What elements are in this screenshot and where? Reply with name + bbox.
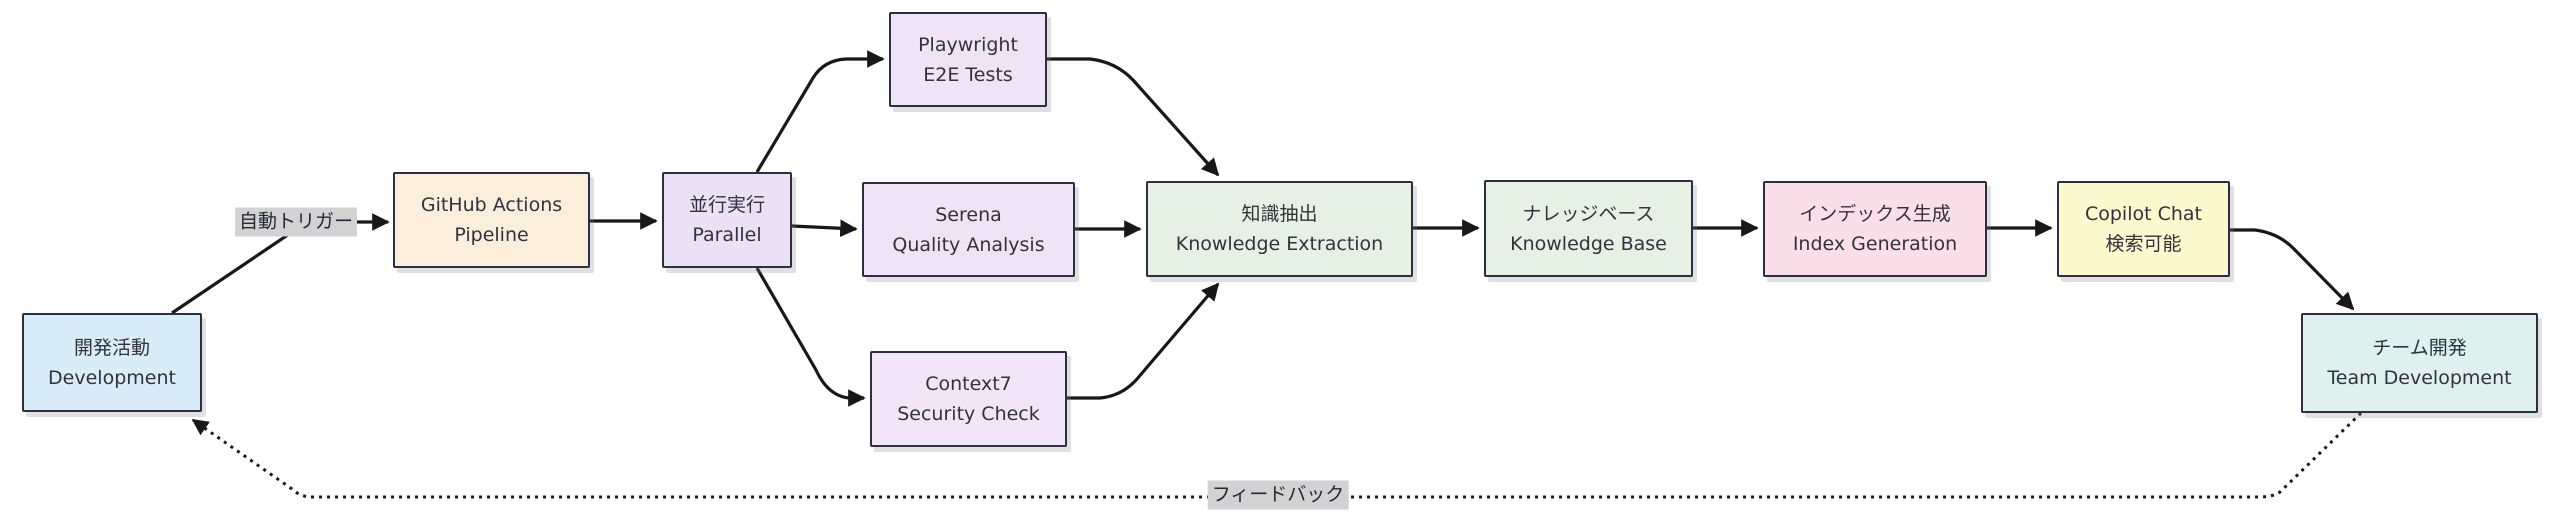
node-team-development-line-1: チーム開発	[2372, 337, 2467, 359]
edge-context7-to-knowledge-extraction	[1067, 282, 1220, 400]
node-knowledge-extraction-line-1: 知識抽出	[1241, 203, 1318, 225]
node-github-actions-line-1: GitHub Actions	[420, 194, 563, 216]
edge-parallel-to-context7	[755, 267, 866, 407]
node-playwright-line-2: E2E Tests	[923, 63, 1013, 86]
node-index-generation: インデックス生成 Index Generation	[1763, 181, 1987, 277]
edge-label-auto-trigger: 自動トリガー	[234, 207, 358, 237]
node-team-development-line-2: Team Development	[2327, 367, 2512, 389]
node-development-line-1: 開発活動	[73, 336, 150, 359]
node-copilot-chat-line-1: Copilot Chat	[2084, 203, 2203, 225]
node-parallel: 並行実行 Parallel	[662, 172, 792, 268]
node-github-actions-line-2: Pipeline	[454, 224, 529, 246]
node-knowledge-extraction: 知識抽出 Knowledge Extraction	[1146, 181, 1413, 277]
node-index-generation-line-1: インデックス生成	[1799, 203, 1951, 225]
edge-copilot-chat-to-team-development	[2230, 228, 2355, 311]
node-knowledge-base-line-1: ナレッジベース	[1522, 202, 1655, 225]
node-index-generation-line-2: Index Generation	[1792, 233, 1958, 255]
node-serena-line-2: Quality Analysis	[892, 233, 1045, 256]
node-knowledge-base-line-2: Knowledge Base	[1510, 232, 1667, 255]
node-knowledge-extraction-line-2: Knowledge Extraction	[1175, 233, 1384, 255]
node-parallel-line-1: 並行実行	[688, 194, 765, 216]
edge-parallel-to-serena	[791, 219, 858, 238]
edge-label-feedback: フィードバック	[1207, 480, 1349, 510]
node-context7-line-2: Security Check	[897, 403, 1040, 425]
node-context7-line-1: Context7	[925, 373, 1012, 395]
node-development-line-2: Development	[48, 366, 176, 389]
node-team-development: チーム開発 Team Development	[2301, 313, 2538, 413]
node-copilot-chat: Copilot Chat 検索可能	[2057, 181, 2230, 277]
node-parallel-line-2: Parallel	[692, 224, 762, 246]
node-knowledge-base: ナレッジベース Knowledge Base	[1484, 180, 1693, 277]
node-copilot-chat-line-2: 検索可能	[2105, 233, 2182, 255]
node-development: 開発活動 Development	[22, 313, 202, 412]
node-serena-line-1: Serena	[935, 203, 1002, 226]
edge-parallel-to-playwright	[755, 50, 885, 173]
edge-playwright-to-knowledge-extraction	[1047, 57, 1220, 177]
node-playwright-line-1: Playwright	[918, 33, 1018, 56]
